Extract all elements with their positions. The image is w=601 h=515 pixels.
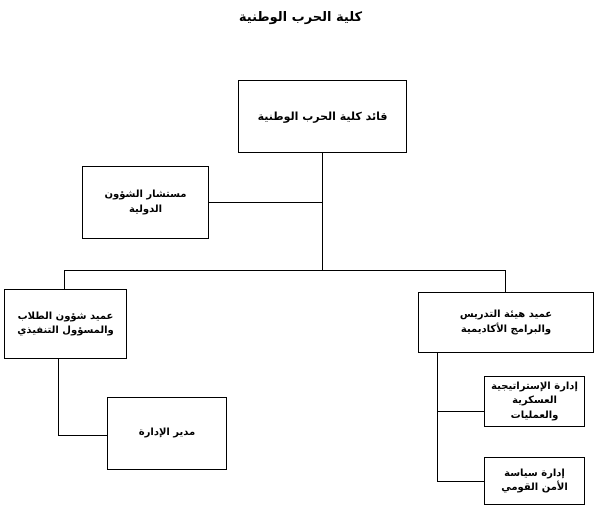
node-dean-students-line2: والمسؤول التنفيذي (17, 325, 114, 336)
node-advisor-line1: مستشار الشؤون (104, 189, 187, 200)
node-advisor: مستشار الشؤون الدولية (82, 166, 209, 239)
connector-dean-students-down (58, 358, 59, 435)
node-dean-students: عميد شؤون الطلاب والمسؤول التنفيذي (4, 289, 127, 359)
node-dean-faculty-line1: عميد هيئة التدريس (459, 309, 553, 320)
connector-commander-trunk (322, 152, 323, 270)
connector-dean-faculty-drop (505, 270, 506, 292)
node-admin-director-label: مدير الإدارة (138, 427, 196, 439)
node-strategy-dept-line2: العسكرية والعمليات (510, 395, 559, 421)
node-dean-faculty-line2: والبرامج الأكاديمية (460, 323, 552, 335)
connector-dean-students-drop (64, 270, 65, 289)
node-commander: قائد كلية الحرب الوطنية (238, 80, 407, 153)
connector-strategy-dept (437, 411, 484, 412)
node-admin-director: مدير الإدارة (107, 397, 227, 470)
node-advisor-line2: الدولية (128, 203, 163, 215)
node-commander-label: قائد كلية الحرب الوطنية (257, 109, 388, 123)
node-dean-students-line1: عميد شؤون الطلاب (17, 310, 114, 322)
node-security-dept-line1: إدارة سياسة (504, 467, 565, 479)
node-strategy-dept-line1: إدارة الإستراتيجية (491, 380, 578, 392)
connector-dean-bar (64, 270, 506, 271)
connector-security-dept (437, 481, 484, 482)
connector-dean-faculty-down (437, 352, 438, 482)
node-security-dept-line2: الأمن القومي (501, 482, 568, 493)
connector-admin-director (58, 435, 107, 436)
node-dean-faculty: عميد هيئة التدريس والبرامج الأكاديمية (418, 292, 594, 353)
node-strategy-dept: إدارة الإستراتيجية العسكرية والعمليات (484, 376, 585, 427)
chart-title: كلية الحرب الوطنية (238, 10, 363, 25)
connector-advisor (208, 202, 323, 203)
node-security-dept: إدارة سياسة الأمن القومي (484, 457, 585, 505)
